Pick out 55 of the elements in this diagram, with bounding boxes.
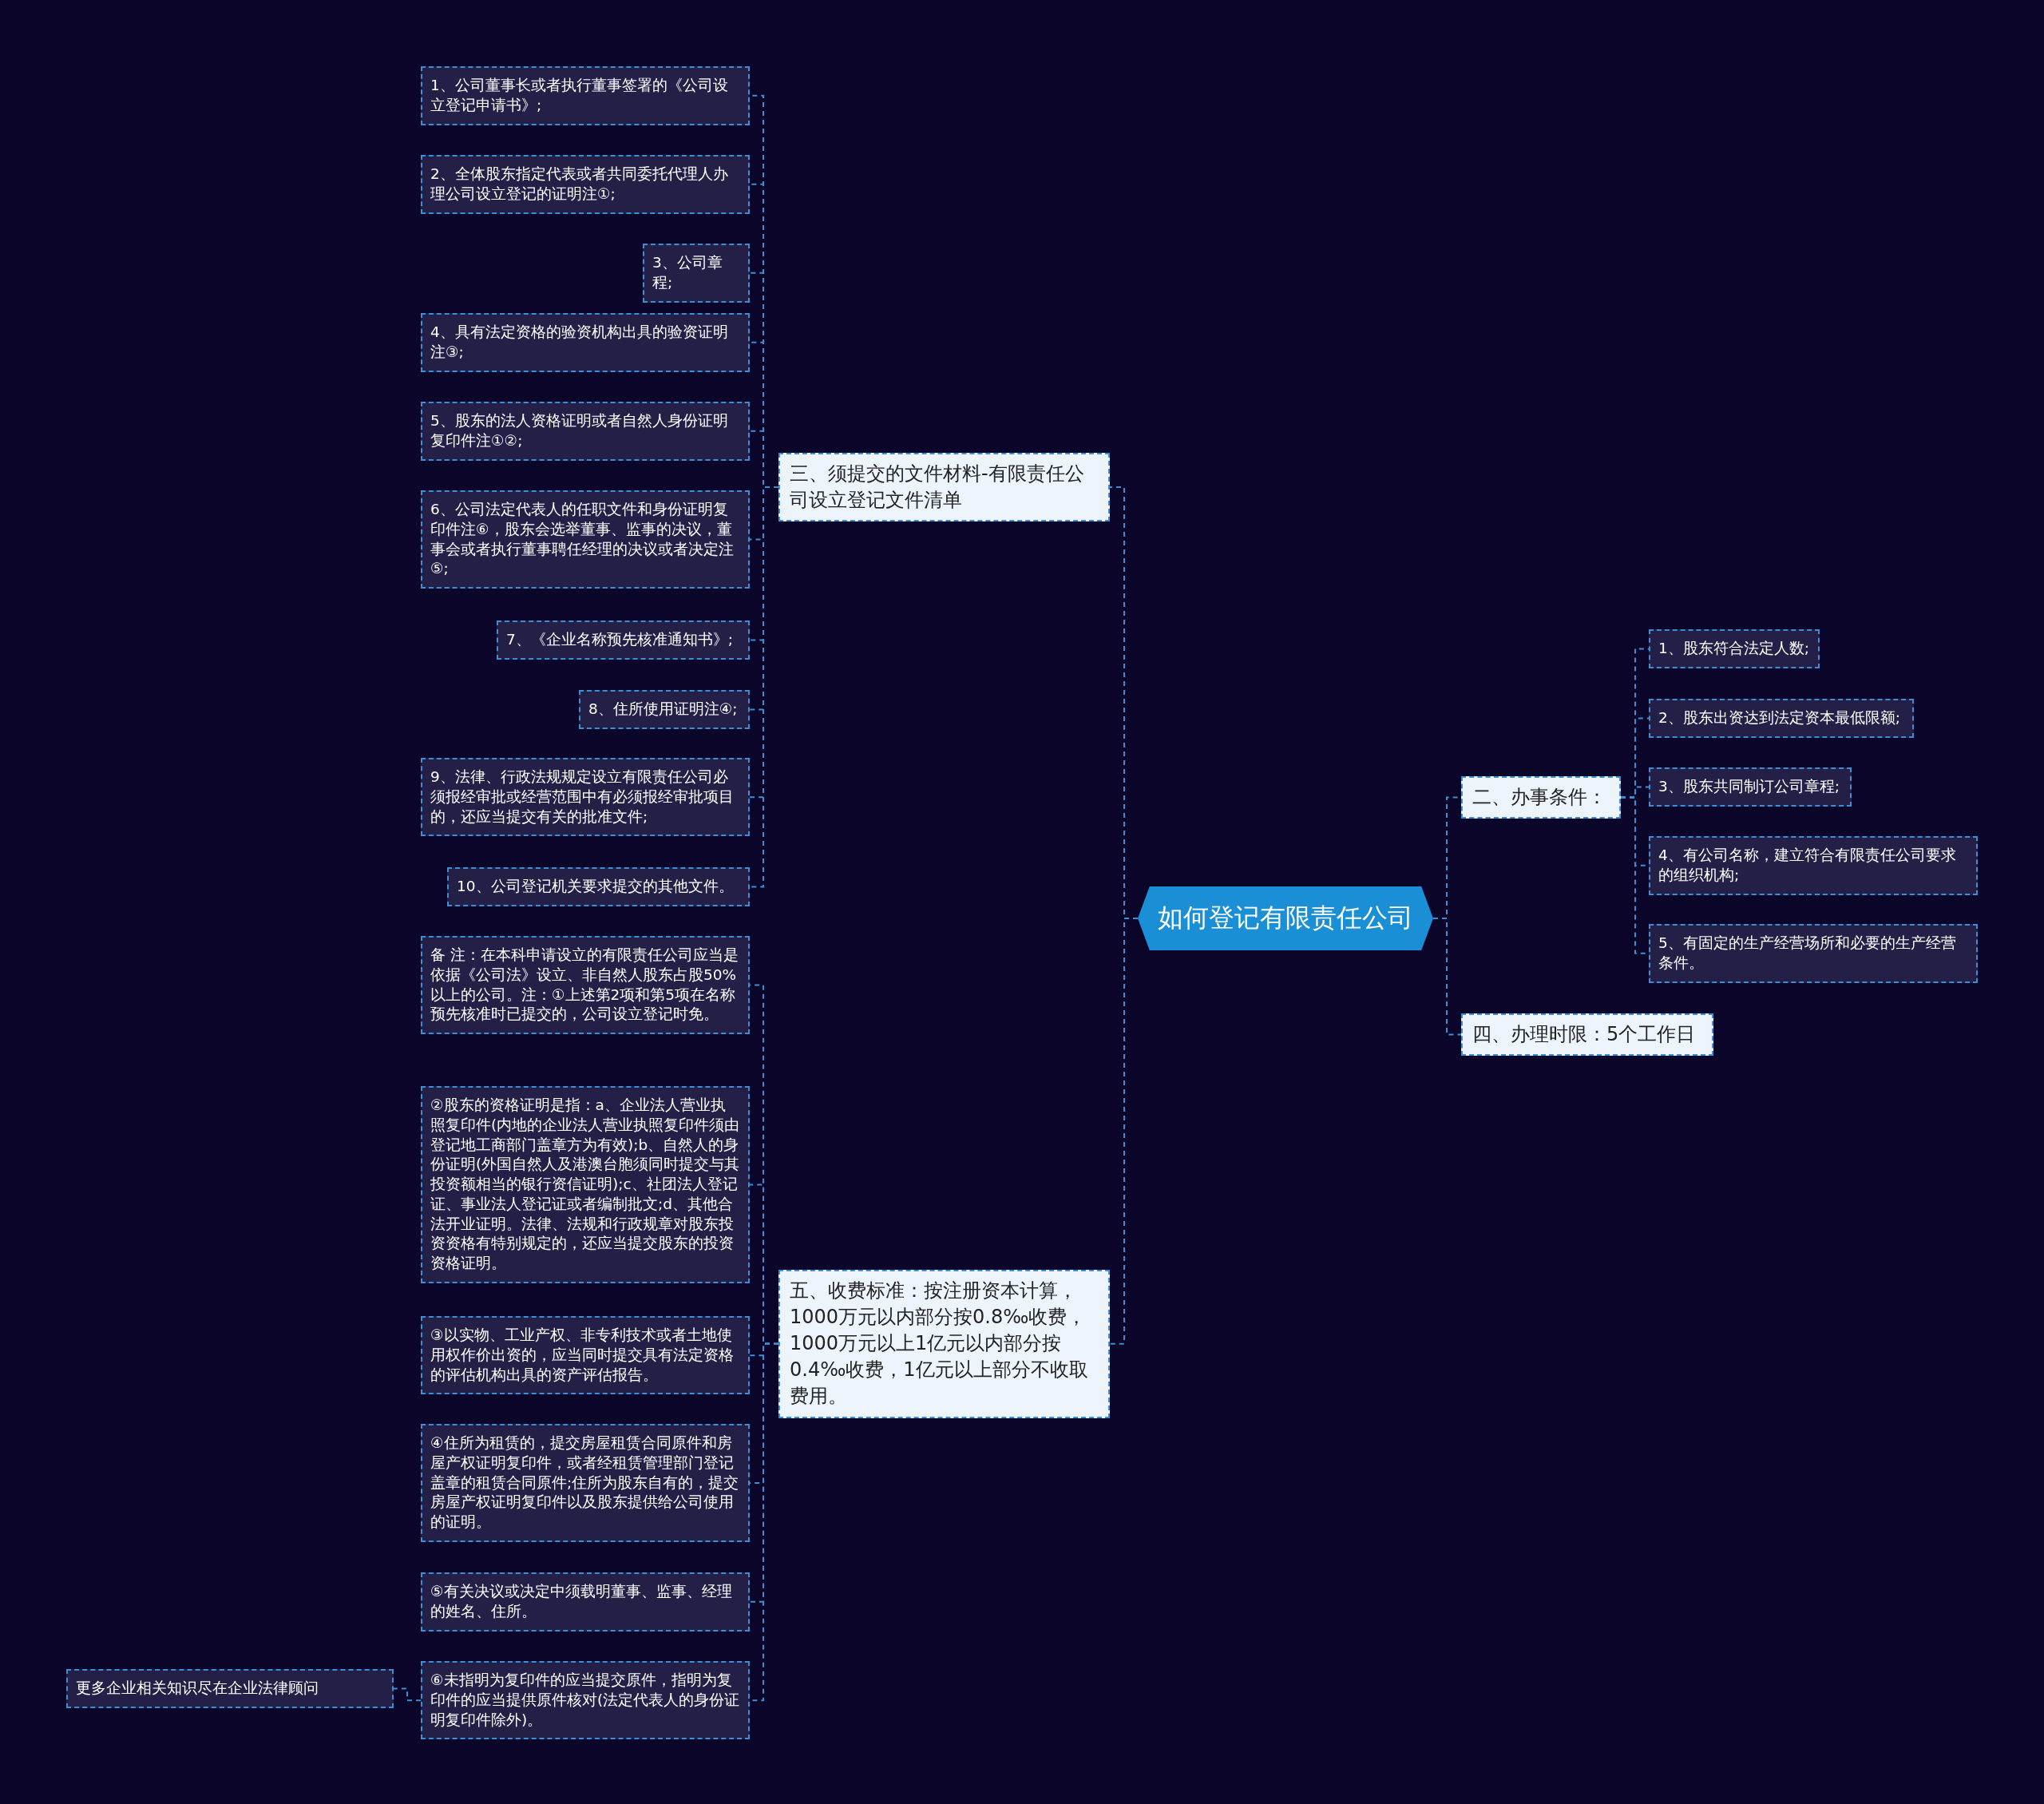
node-text: ②股东的资格证明是指：a、企业法人营业执照复印件(内地的企业法人营业执照复印件须由登记地工商部门盖章方为有效);b、自然人的身份证明(外国自然人及港澳台胞须同时提交与其投资额相当的银行资信证明);c、社团法人登记证、事业法人登记证或者编制批文;d、其他合法开业证明。法律、法规和行政规章对股东投资资格有特别规定的，还应当提交股东的投资资格证明。 bbox=[430, 1096, 740, 1274]
node-text: 10、公司登记机关要求提交的其他文件。 bbox=[457, 877, 735, 896]
node-text: 二、办事条件： bbox=[1472, 785, 1607, 810]
node-text: 3、公司章程; bbox=[652, 253, 723, 292]
subtopic-box bbox=[421, 758, 750, 837]
node-text: 3、股东共同制订公司章程; bbox=[1658, 777, 1840, 796]
node-text: 备 注：在本科申请设立的有限责任公司应当是依据《公司法》设立、非自然人股东占股50%以上的公司。注：①上述第2项和第5项在名称预先核准时已提交的，公司设立登记时免。 bbox=[430, 946, 739, 1025]
subtopic-box bbox=[421, 402, 750, 461]
subtopic-box bbox=[1649, 699, 1914, 738]
topic-box bbox=[1461, 1013, 1713, 1057]
node-text: 5、股东的法人资格证明或者自然人身份证明复印件注①②; bbox=[430, 411, 729, 450]
node-text: 2、全体股东指定代表或者共同委托代理人办理公司设立登记的证明注①; bbox=[430, 165, 729, 204]
subtopic-box bbox=[421, 1661, 750, 1740]
connector-line bbox=[1432, 918, 1462, 1036]
node-text: 5、有固定的生产经营场所和必要的生产经营条件。 bbox=[1658, 934, 1957, 973]
topic-box bbox=[1461, 776, 1621, 819]
node-text: 1、股东符合法定人数; bbox=[1658, 639, 1810, 658]
subtopic-box bbox=[1649, 767, 1852, 807]
subtopic-box bbox=[421, 490, 750, 589]
subtopic-box bbox=[421, 1572, 750, 1632]
subtopic-box bbox=[579, 690, 750, 729]
subtopic-box bbox=[643, 244, 750, 303]
node-text: 7、《企业名称预先核准通知书》; bbox=[506, 630, 734, 649]
subtopic-box bbox=[497, 620, 750, 660]
subtopic-box bbox=[421, 936, 750, 1035]
node-text: 四、办理时限：5个工作日 bbox=[1472, 1022, 1697, 1047]
node-text: 4、具有法定资格的验资机构出具的验资证明注③; bbox=[430, 323, 729, 362]
node-text: ③以实物、工业产权、非专利技术或者土地使用权作价出资的，应当同时提交具有法定资格的评估机构出具的资产评估报告。 bbox=[430, 1326, 735, 1385]
subtopic-box bbox=[421, 1424, 750, 1542]
connector-line bbox=[393, 1687, 422, 1702]
node-text: 1、公司董事长或者执行董事签署的《公司设立登记申请书》; bbox=[430, 76, 729, 115]
node-text: 6、公司法定代表人的任职文件和身份证明复印件注⑥，股东会选举董事、监事的决议，董事会或者执行董事聘任经理的决议或者决定注⑤; bbox=[430, 500, 735, 579]
node-text: ⑥未指明为复印件的应当提交原件，指明为复印件的应当提供原件核对(法定代表人的身份证明复印件除外)。 bbox=[430, 1671, 740, 1730]
node-text: ⑤有关决议或决定中须载明董事、监事、经理的姓名、住所。 bbox=[430, 1582, 733, 1621]
topic-box bbox=[778, 1270, 1110, 1418]
node-text: 9、法律、行政法规规定设立有限责任公司必须报经审批或经营范围中有必须报经审批项目的，还应当提交有关的批准文件; bbox=[430, 767, 735, 827]
topic-box bbox=[778, 453, 1110, 522]
subtopic-box bbox=[421, 155, 750, 214]
node-text: 如何登记有限责任公司 bbox=[1158, 902, 1413, 934]
subtopic-box bbox=[66, 1669, 394, 1708]
node-text: ④住所为租赁的，提交房屋租赁合同原件和房屋产权证明复印件，或者经租赁管理部门登记盖章的租赁合同原件;住所为股东自有的，提交房屋产权证明复印件以及股东提供给公司使用的证明。 bbox=[430, 1433, 740, 1532]
node-text: 4、有公司名称，建立符合有限责任公司要求的组织机构; bbox=[1658, 846, 1957, 885]
node-text: 2、股东出资达到法定资本最低限额; bbox=[1658, 708, 1901, 728]
subtopic-box bbox=[1649, 629, 1820, 668]
node-text: 更多企业相关知识尽在企业法律顾问 bbox=[76, 1679, 319, 1698]
subtopic-box bbox=[1649, 836, 1978, 895]
subtopic-box bbox=[1649, 924, 1978, 983]
node-text: 五、收费标准：按注册资本计算，1000万元以内部分按0.8‰收费，1000万元以上1亿元以内部分按0.4‰收费，1亿元以上部分不收取费用。 bbox=[790, 1279, 1089, 1409]
subtopic-box bbox=[421, 1316, 750, 1395]
subtopic-box bbox=[421, 313, 750, 372]
subtopic-box bbox=[421, 66, 750, 125]
node-text: 三、须提交的文件材料-有限责任公司设立登记文件清单 bbox=[790, 462, 1085, 513]
subtopic-box bbox=[421, 1086, 750, 1284]
subtopic-box bbox=[447, 867, 750, 906]
node-text: 8、住所使用证明注④; bbox=[588, 700, 739, 719]
